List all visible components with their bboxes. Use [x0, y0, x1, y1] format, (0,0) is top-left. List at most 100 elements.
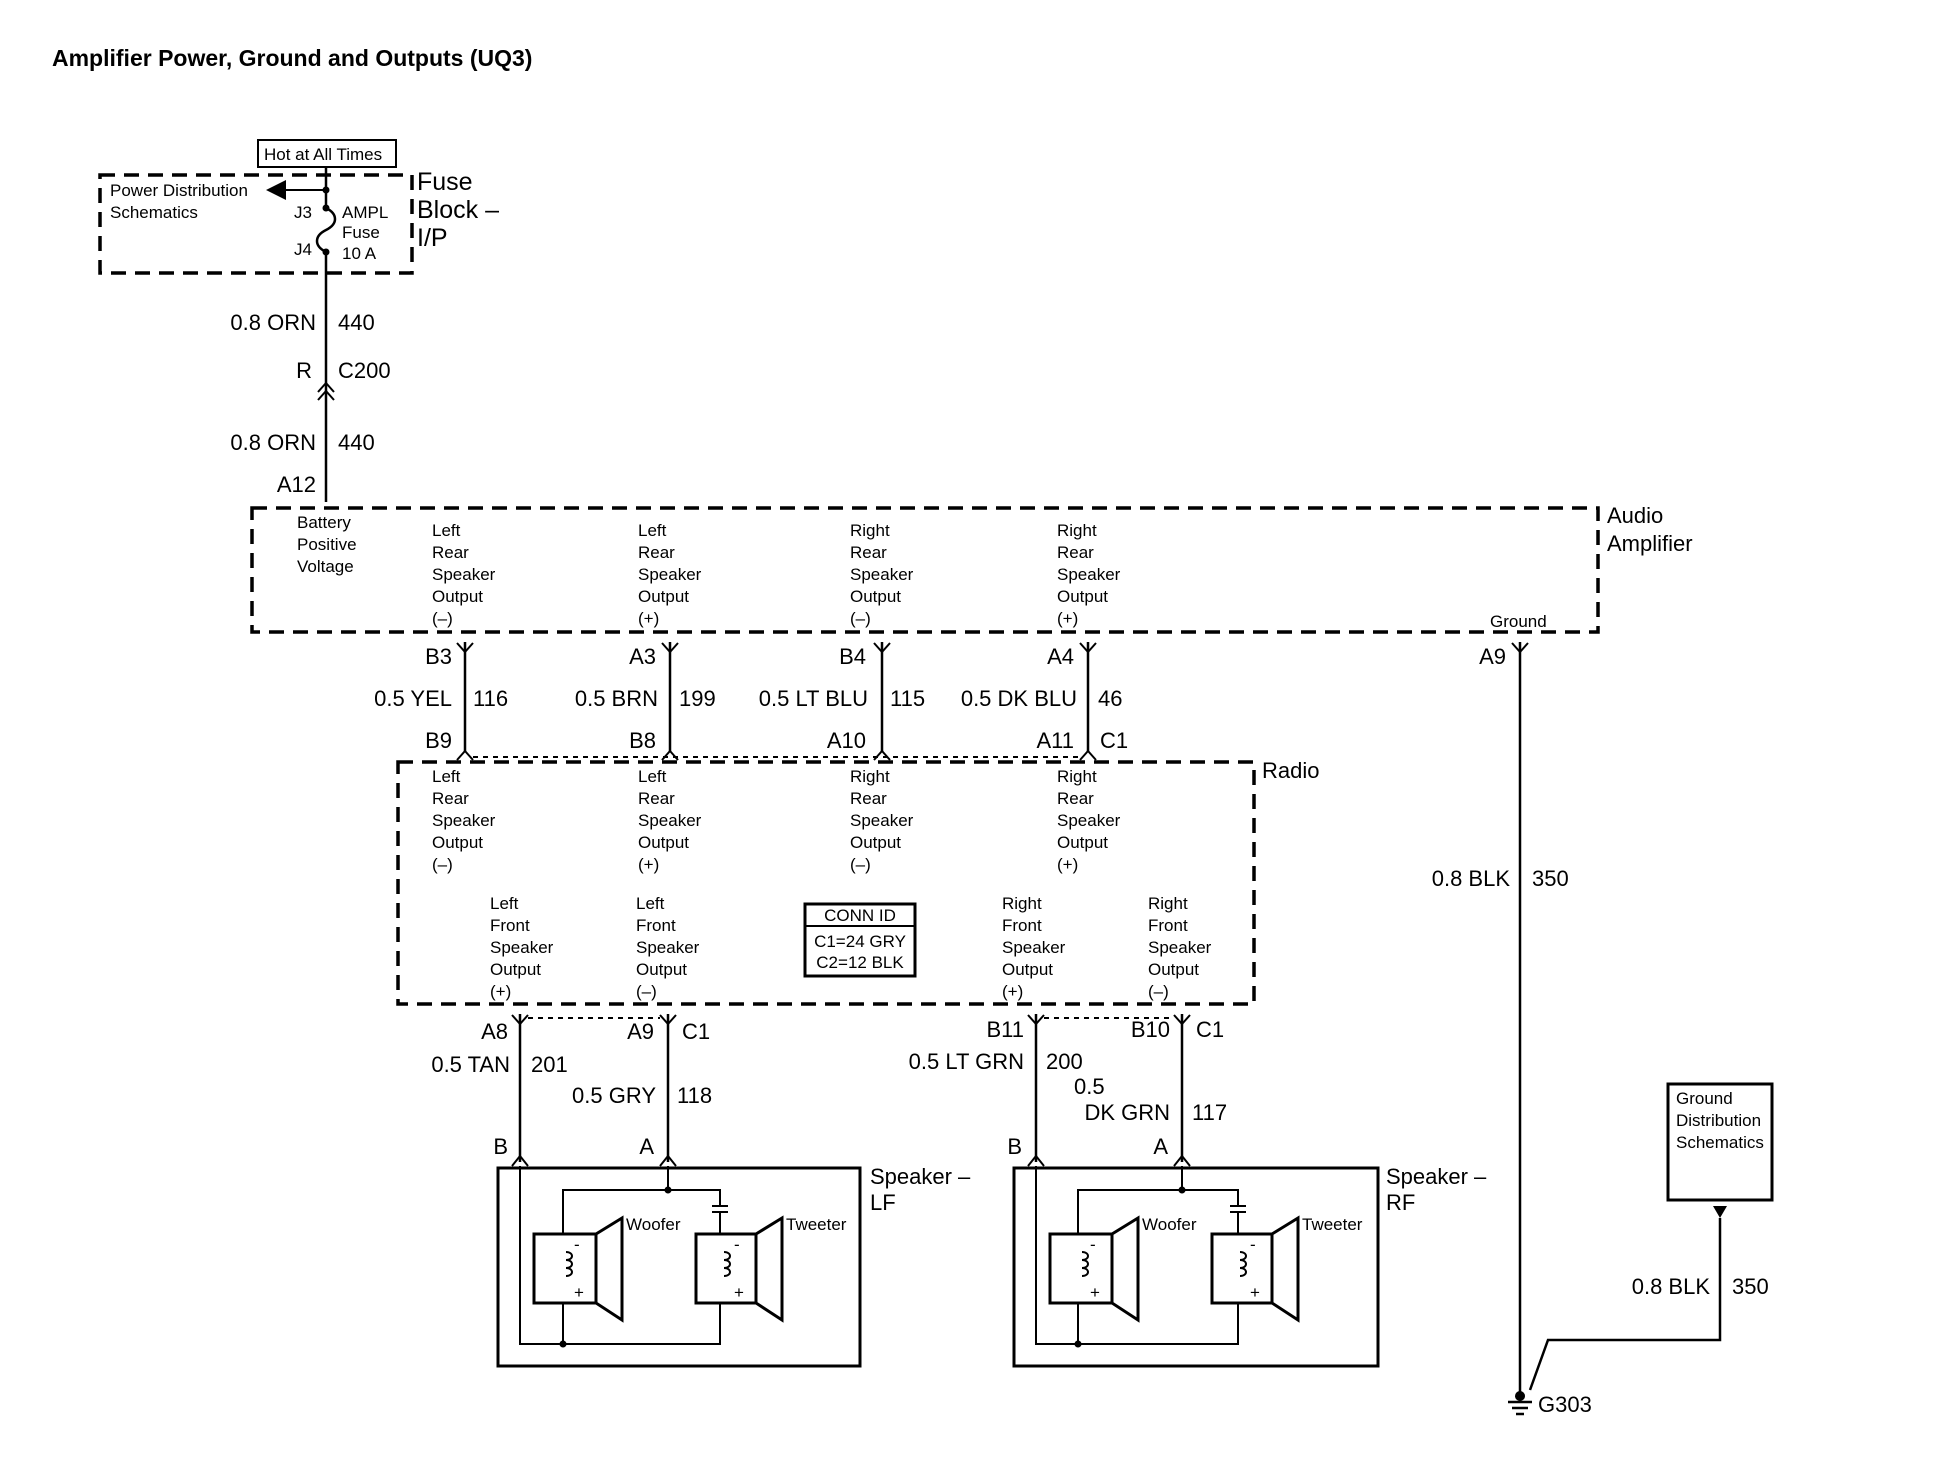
feed-wire2-circuit: 440 [338, 430, 375, 455]
speaker-lf-tweeter-label: Tweeter [786, 1215, 847, 1234]
woofer-icon [1048, 1232, 1114, 1305]
radio-output-rr-neg: Right Rear Speaker Output (–) [850, 767, 914, 874]
svg-text:Speaker: Speaker [638, 811, 702, 830]
wire-46-gauge: 0.5 DK BLU [961, 686, 1077, 711]
svg-text:Output: Output [636, 960, 687, 979]
svg-text:Left: Left [490, 894, 519, 913]
svg-text:Rear: Rear [850, 789, 887, 808]
radio-output-lf-neg: Left Front Speaker Output (–) [636, 894, 700, 1001]
ground-dist-label-2: Distribution [1676, 1111, 1761, 1130]
svg-text:(–): (–) [432, 855, 453, 874]
speaker-rf-tweeter-label: Tweeter [1302, 1215, 1363, 1234]
wire-117-circuit: 117 [1192, 1100, 1227, 1125]
woofer-neg-sign: - [574, 1235, 580, 1254]
rear-speaker-wires: B3 A3 B4 A4 0.5 YEL 116 0.5 BRN 199 0.5 … [374, 642, 1128, 761]
wire-115-circuit: 115 [890, 686, 925, 711]
svg-text:Left: Left [636, 894, 665, 913]
svg-text:Right: Right [1002, 894, 1042, 913]
radio-connector-c1-bottom-right: C1 [1196, 1017, 1224, 1042]
amp-output-rr-pos: Right Rear Speaker Output (+) [1057, 521, 1121, 628]
svg-text:(+): (+) [638, 609, 659, 628]
fuse-block-label-2: Block – [417, 196, 499, 224]
c200-pin: R [296, 358, 312, 383]
radio-connector-b8-icon [661, 749, 679, 761]
c200-connector-icon [317, 381, 335, 401]
svg-text:(–): (–) [1148, 982, 1169, 1001]
radio-name: Radio [1262, 758, 1319, 783]
speaker-lf-pin-b: B [493, 1134, 508, 1159]
feed-circuit: 0.8 ORN 440 R C200 0.8 ORN 440 A12 [230, 252, 391, 502]
svg-text:Output: Output [1002, 960, 1053, 979]
amp-output-lr-pos: Left Rear Speaker Output (+) [638, 521, 702, 628]
radio-connector-a10-icon [873, 749, 891, 761]
radio-connector-c1-top: C1 [1100, 728, 1128, 753]
speaker-rf-a-connector-icon [1173, 1154, 1191, 1167]
speaker-rf-wire-b [1035, 1166, 1239, 1345]
ground-wire2-circuit: 350 [1732, 1274, 1769, 1299]
wire-115-gauge: 0.5 LT BLU [759, 686, 868, 711]
svg-text:Speaker: Speaker [1002, 938, 1066, 957]
radio-output-rr-pos: Right Rear Speaker Output (+) [1057, 767, 1121, 874]
ground-wire2-gauge: 0.8 BLK [1632, 1274, 1711, 1299]
svg-text:(+): (+) [1002, 982, 1023, 1001]
svg-text:-: - [1090, 1235, 1096, 1254]
svg-text:Front: Front [490, 916, 530, 935]
radio-connector-c1-bottom-left: C1 [682, 1019, 710, 1044]
speaker-rf-pin-a: A [1153, 1134, 1168, 1159]
radio-connector-b9-icon [456, 749, 474, 761]
wire-117-gauge-2: DK GRN [1084, 1100, 1170, 1125]
amp-pin-a4: A4 [1047, 644, 1074, 669]
svg-text:(+): (+) [490, 982, 511, 1001]
radio-pin-b9: B9 [425, 728, 452, 753]
speaker-rf-name-2: RF [1386, 1190, 1415, 1215]
radio-pin-a10: A10 [827, 728, 866, 753]
svg-text:Output: Output [1057, 833, 1108, 852]
wire-200-gauge: 0.5 LT GRN [909, 1049, 1024, 1074]
radio-connector-a9-icon [659, 1014, 677, 1026]
amplifier-name-2: Amplifier [1607, 531, 1693, 556]
svg-text:Left: Left [638, 521, 667, 540]
battery-label-1: Battery [297, 513, 351, 532]
amp-connector-b4-icon [873, 642, 891, 654]
svg-text:Output: Output [638, 587, 689, 606]
speaker-lf-b-connector-icon [511, 1154, 529, 1167]
svg-text:Speaker: Speaker [432, 565, 496, 584]
radio-connector-a11-icon [1079, 749, 1097, 761]
c200-name: C200 [338, 358, 391, 383]
ground-wire-gauge: 0.8 BLK [1432, 866, 1511, 891]
speaker-lf-wire-b [519, 1166, 721, 1345]
svg-text:Speaker: Speaker [432, 811, 496, 830]
power-dist-label-2: Schematics [110, 203, 198, 222]
wire-350-dist [1528, 1218, 1722, 1391]
speaker-rf-wire-a [1181, 1166, 1239, 1206]
radio-output-lr-pos: Left Rear Speaker Output (+) [638, 767, 702, 874]
power-dist-label-1: Power Distribution [110, 181, 248, 200]
speaker-lf-name-1: Speaker – [870, 1164, 971, 1189]
radio-output-lr-neg: Left Rear Speaker Output (–) [432, 767, 496, 874]
svg-text:Speaker: Speaker [638, 565, 702, 584]
radio-pin-b8: B8 [629, 728, 656, 753]
conn-id-box: CONN ID C1=24 GRY C2=12 BLK [803, 902, 917, 978]
amplifier-name-1: Audio [1607, 503, 1663, 528]
speaker-lf-woofer-label: Woofer [626, 1215, 681, 1234]
wire-199-circuit: 199 [679, 686, 716, 711]
fuse-symbol [315, 206, 337, 254]
amp-ground-label: Ground [1490, 612, 1547, 631]
fuse-rating: 10 A [342, 244, 377, 263]
feed-wire2-gauge: 0.8 ORN [230, 430, 316, 455]
fuse-block-label-1: Fuse [417, 168, 473, 196]
svg-text:Speaker: Speaker [490, 938, 554, 957]
feed-wire1-gauge: 0.8 ORN [230, 310, 316, 335]
radio-pin-a8: A8 [481, 1019, 508, 1044]
wire-118-circuit: 118 [677, 1083, 712, 1108]
conn-id-c2: C2=12 BLK [816, 953, 904, 972]
splice-dot [322, 186, 330, 194]
audio-amplifier: Audio Amplifier Battery Positive Voltage… [250, 503, 1693, 634]
ground-point-g303: G303 [1538, 1392, 1592, 1417]
wire-200-circuit: 200 [1046, 1049, 1083, 1074]
svg-text:Rear: Rear [432, 789, 469, 808]
amp-pin-a9: A9 [1479, 644, 1506, 669]
svg-text:-: - [734, 1235, 740, 1254]
